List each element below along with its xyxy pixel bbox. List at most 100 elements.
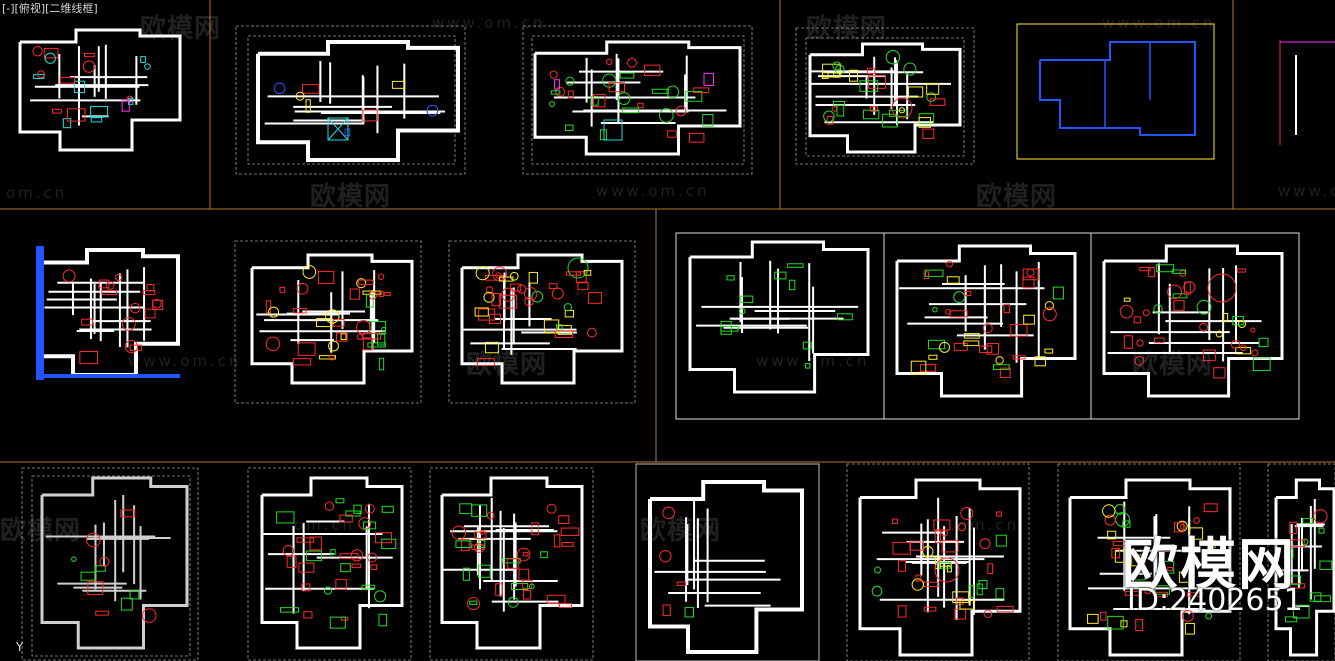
furniture-symbol: [923, 271, 930, 279]
furniture-symbol: [1012, 355, 1026, 360]
furniture-symbol: [832, 61, 842, 71]
furniture-symbol: [963, 340, 980, 347]
furniture-symbol: [330, 549, 336, 555]
furniture-symbol: [922, 545, 934, 558]
furniture-symbol: [356, 278, 367, 289]
furniture-symbol: [1131, 554, 1144, 567]
furniture-symbol: [1134, 571, 1146, 581]
furniture-symbol: [978, 345, 993, 354]
furniture-symbol: [1134, 355, 1145, 366]
wall-outline: [40, 476, 189, 650]
furniture-symbol: [1292, 604, 1310, 619]
wall-outline: [460, 253, 624, 385]
furniture-symbol: [621, 107, 640, 114]
sheet-border: [635, 463, 820, 661]
furniture-symbol: [381, 505, 394, 513]
furniture-symbol: [587, 327, 597, 338]
furniture-symbol: [1022, 276, 1035, 289]
furniture-symbol: [498, 294, 518, 309]
furniture-symbol: [986, 343, 1000, 355]
furniture-symbol: [335, 579, 347, 590]
sheet-border: [635, 463, 820, 661]
furniture-symbol: [1250, 327, 1256, 333]
furniture-symbol: [353, 504, 362, 514]
furniture-symbol: [565, 76, 575, 86]
furniture-symbol: [976, 583, 983, 596]
furniture-symbol: [144, 308, 156, 319]
furniture-symbol: [1052, 286, 1064, 300]
furniture-symbol: [1199, 322, 1208, 332]
furniture-symbol: [676, 581, 687, 586]
furniture-symbol: [702, 114, 714, 127]
furniture-symbol: [1251, 349, 1259, 357]
furniture-symbol: [98, 279, 110, 289]
ucs-axis-icon: Y: [16, 640, 24, 654]
furniture-symbol: [1178, 571, 1193, 583]
wall-outline: [895, 244, 1077, 398]
furniture-symbol: [946, 276, 960, 284]
furniture-symbol: [335, 332, 348, 342]
furniture-symbol: [564, 309, 574, 318]
furniture-symbol: [485, 286, 494, 294]
furniture-symbol: [561, 542, 574, 547]
furniture-symbol: [85, 532, 101, 548]
furniture-symbol: [71, 556, 77, 562]
furniture-symbol: [484, 275, 504, 281]
sheet-border: [522, 25, 753, 175]
furniture-symbol: [554, 330, 574, 339]
furniture-symbol: [871, 585, 883, 597]
furniture-symbol: [268, 306, 280, 318]
furniture-symbol: [282, 545, 295, 557]
furniture-symbol: [720, 325, 739, 332]
furniture-symbol: [362, 290, 382, 295]
furniture-symbol: [378, 613, 388, 627]
furniture-symbol: [882, 113, 898, 128]
furniture-symbol: [804, 363, 811, 369]
furniture-symbol: [1283, 548, 1294, 559]
furniture-symbol: [560, 527, 580, 536]
furniture-symbol: [474, 307, 489, 317]
furniture-symbol: [477, 564, 491, 578]
furniture-symbol: [1023, 314, 1035, 325]
furniture-symbol: [554, 79, 560, 90]
furniture-symbol: [1155, 264, 1175, 273]
plant: [567, 257, 589, 279]
furniture-symbol: [293, 307, 307, 314]
furniture-symbol: [918, 117, 931, 128]
furniture-symbol: [548, 283, 558, 290]
furniture-symbol: [575, 271, 587, 284]
furniture-symbol: [324, 501, 335, 511]
viewport-label[interactable]: [-][俯视][二维线框]: [2, 2, 98, 15]
furniture-symbol: [927, 339, 946, 350]
furniture-symbol: [831, 106, 838, 112]
furniture-symbol: [738, 307, 746, 315]
furniture-symbol: [836, 104, 845, 117]
furniture-symbol: [296, 282, 309, 295]
furniture-symbol: [952, 591, 970, 603]
sheet-border: [247, 35, 456, 165]
furniture-symbol: [897, 605, 907, 618]
furniture-symbol: [1003, 303, 1010, 314]
furniture-symbol: [478, 540, 486, 549]
sheet-border: [531, 35, 745, 165]
furniture-symbol: [302, 84, 320, 94]
elevator-shaft: [603, 119, 623, 141]
furniture-symbol: [1044, 348, 1054, 354]
furniture-symbol: [599, 129, 607, 141]
furniture-symbol: [358, 517, 372, 530]
furniture-symbol: [144, 63, 151, 70]
furniture-symbol: [466, 597, 480, 611]
furniture-symbol: [391, 80, 406, 89]
furniture-symbol: [362, 337, 373, 351]
furniture-symbol: [546, 594, 566, 604]
furniture-symbol: [688, 132, 705, 143]
furniture-symbol: [1087, 613, 1099, 624]
furniture-symbol: [367, 552, 378, 563]
furniture-symbol: [662, 604, 671, 617]
furniture-symbol: [82, 60, 96, 73]
furniture-symbol: [510, 283, 522, 292]
furniture-symbol: [99, 556, 110, 567]
furniture-symbol: [367, 342, 386, 348]
